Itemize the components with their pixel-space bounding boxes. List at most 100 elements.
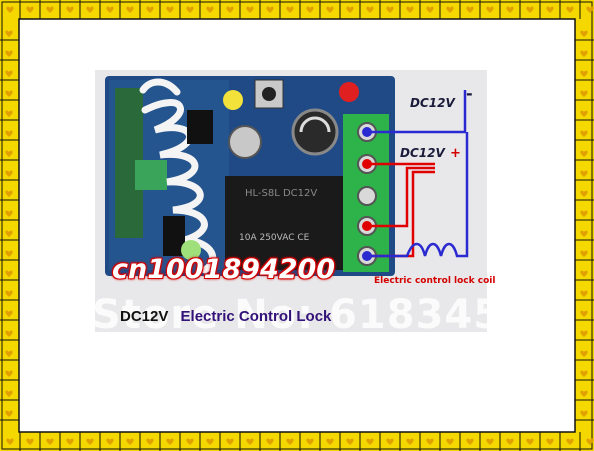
frame-heart [5, 190, 13, 197]
frame-heart [306, 6, 314, 13]
frame-heart [106, 6, 114, 13]
caption-voltage: DC12V [120, 308, 169, 325]
frame-heart [580, 90, 588, 97]
frame-heart [6, 438, 14, 445]
frame-heart [66, 6, 74, 13]
frame-heart [5, 50, 13, 57]
frame-heart [526, 438, 534, 445]
frame-heart [580, 410, 588, 417]
frame-heart [26, 6, 34, 13]
frame-heart [580, 230, 588, 237]
frame-heart [5, 370, 13, 377]
frame-heart [206, 438, 214, 445]
wire-red-2 [367, 166, 435, 228]
frame-heart [366, 438, 374, 445]
frame-heart [580, 50, 588, 57]
green-led [181, 240, 201, 260]
frame-heart [446, 438, 454, 445]
antenna-coil [139, 78, 217, 274]
frame-heart [5, 70, 13, 77]
circuit-board-photo: HL-S8L DC12V 10A 250VAC CE [95, 70, 487, 332]
dc-voltage-label-top: DC12V [410, 96, 455, 110]
frame-heart [66, 438, 74, 445]
relay [225, 176, 345, 270]
frame-heart [446, 6, 454, 13]
frame-heart [5, 170, 13, 177]
frame-heart [166, 6, 174, 13]
frame-heart [486, 438, 494, 445]
frame-heart [106, 438, 114, 445]
frame-heart [580, 290, 588, 297]
product-caption: DC12V Electric Control Lock [120, 308, 331, 325]
red-led [339, 82, 359, 102]
frame-heart [266, 438, 274, 445]
frame-heart [5, 290, 13, 297]
frame-heart [580, 310, 588, 317]
frame-heart [406, 6, 414, 13]
frame-heart [5, 110, 13, 117]
frame-heart [326, 438, 334, 445]
frame-heart [346, 6, 354, 13]
frame-heart [366, 6, 374, 13]
frame-heart [506, 6, 514, 13]
yellow-led [223, 90, 243, 110]
frame-heart [126, 6, 134, 13]
frame-heart [46, 6, 54, 13]
frame-heart [5, 310, 13, 317]
frame-heart [580, 270, 588, 277]
frame-heart [580, 70, 588, 77]
frame-heart [5, 130, 13, 137]
frame-heart [580, 190, 588, 197]
frame-heart [566, 6, 574, 13]
frame-heart [26, 438, 34, 445]
frame-heart [5, 30, 13, 37]
frame-heart [206, 6, 214, 13]
wire-blue-coil [367, 132, 469, 258]
lock-coil-label: Electric control lock coil [374, 276, 496, 286]
frame-heart [5, 210, 13, 217]
frame-heart [580, 330, 588, 337]
frame-heart [5, 230, 13, 237]
frame-heart [5, 350, 13, 357]
frame-heart [246, 6, 254, 13]
frame-heart [580, 210, 588, 217]
frame-heart [266, 6, 274, 13]
frame-heart [580, 350, 588, 357]
capacitor-large [291, 108, 339, 156]
frame-heart [5, 250, 13, 257]
frame-heart [426, 6, 434, 13]
frame-heart [286, 6, 294, 13]
frame-heart [86, 438, 94, 445]
positive-terminal-label: + [450, 146, 461, 161]
frame-heart [580, 250, 588, 257]
frame-heart [5, 330, 13, 337]
frame-heart [580, 390, 588, 397]
frame-heart [146, 6, 154, 13]
frame-heart [586, 438, 594, 445]
frame-heart [526, 6, 534, 13]
frame-heart [580, 150, 588, 157]
frame-heart [580, 170, 588, 177]
frame-heart [580, 30, 588, 37]
frame-heart [580, 370, 588, 377]
frame-heart [426, 438, 434, 445]
frame-heart [546, 438, 554, 445]
push-button [254, 79, 284, 109]
frame-heart [5, 150, 13, 157]
frame-heart [5, 270, 13, 277]
frame-heart [186, 438, 194, 445]
frame-heart [406, 438, 414, 445]
dc-voltage-label-mid: DC12V [400, 146, 445, 160]
frame-heart [586, 6, 594, 13]
frame-heart [126, 438, 134, 445]
frame-heart [226, 6, 234, 13]
frame-heart [466, 438, 474, 445]
negative-terminal-label: - [466, 84, 473, 103]
frame-heart [86, 6, 94, 13]
frame-heart [166, 438, 174, 445]
frame-heart [5, 90, 13, 97]
frame-heart [146, 438, 154, 445]
frame-heart [580, 110, 588, 117]
frame-heart [306, 438, 314, 445]
